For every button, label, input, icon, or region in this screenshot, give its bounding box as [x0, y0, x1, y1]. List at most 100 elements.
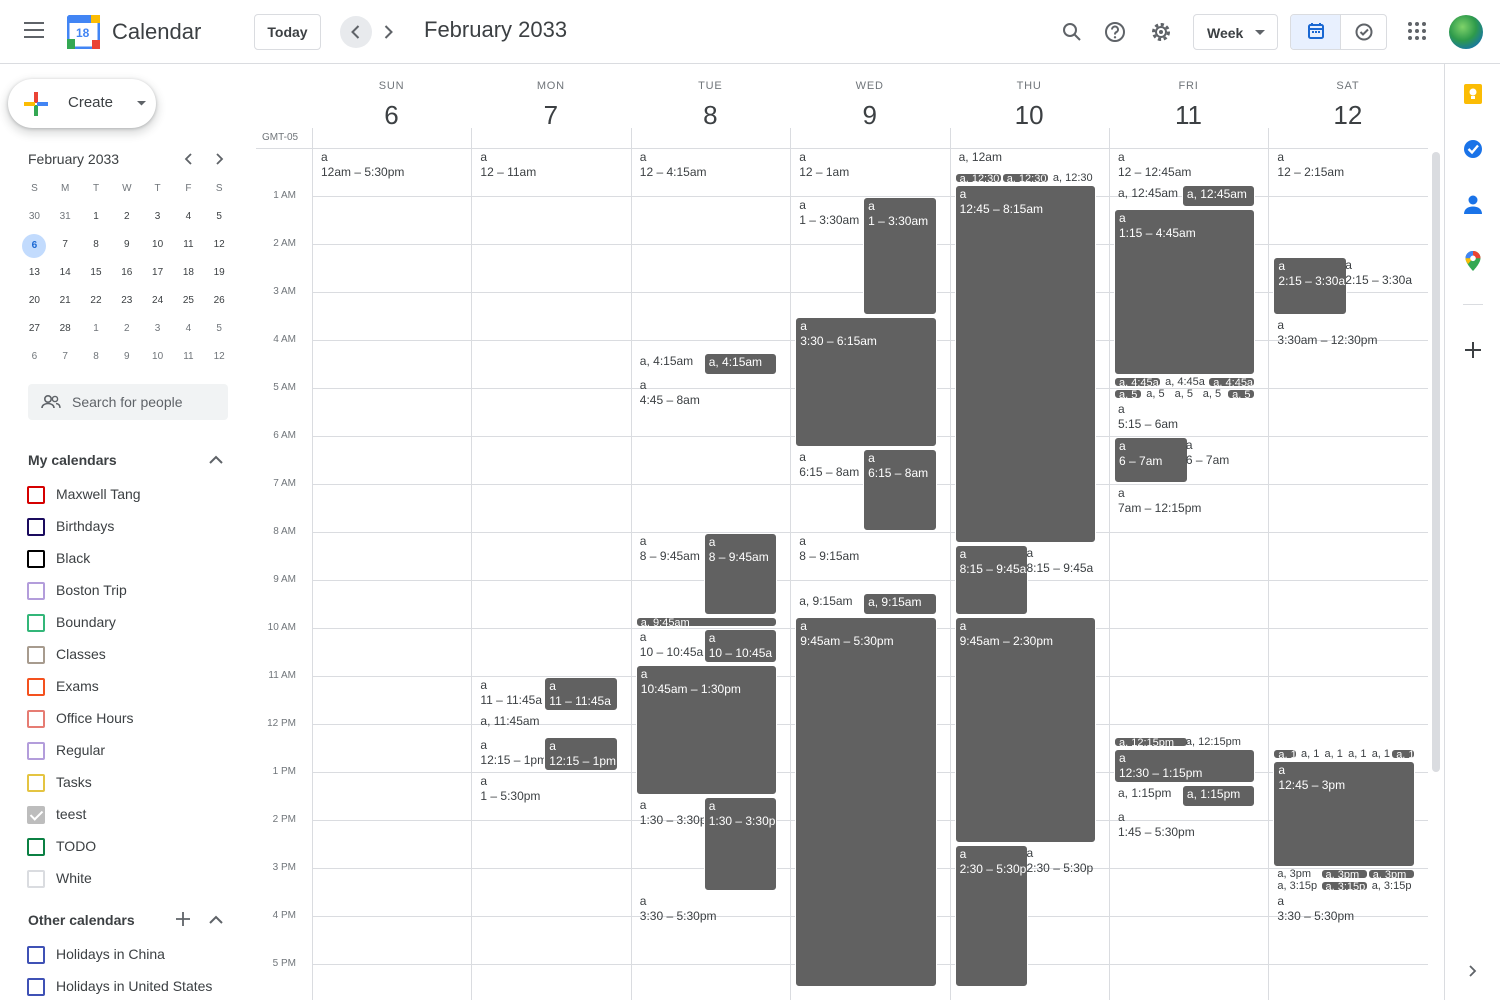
day-number-label[interactable]: 9	[862, 100, 877, 130]
day-number-label[interactable]: 10	[1014, 100, 1044, 130]
mini-calendar-day[interactable]: 6	[31, 351, 38, 362]
mini-calendar-day[interactable]: 16	[121, 267, 133, 278]
mini-calendar-day[interactable]: 11	[183, 239, 194, 250]
mini-calendar-day[interactable]: 13	[28, 267, 40, 278]
mini-calendar-day[interactable]: 31	[59, 211, 71, 222]
calendar-item[interactable]: teest	[26, 799, 236, 831]
calendar-event[interactable]: a, 1	[1368, 749, 1392, 759]
search-button[interactable]	[1056, 16, 1088, 48]
calendar-item[interactable]: Birthdays	[26, 511, 236, 543]
calendar-item[interactable]: Office Hours	[26, 703, 236, 735]
mini-calendar-day[interactable]: 17	[152, 267, 164, 278]
calendar-item[interactable]: Classes	[26, 639, 236, 671]
mini-calendar-next-button[interactable]	[212, 152, 226, 166]
mini-calendar-day-selected[interactable]: 6	[19, 234, 50, 262]
calendar-event[interactable]: a, 12:15pm	[1114, 737, 1188, 747]
calendar-checkbox[interactable]	[27, 838, 45, 856]
mini-calendar-day[interactable]: 4	[185, 211, 192, 222]
mini-calendar-day[interactable]: 22	[90, 295, 102, 306]
calendar-event[interactable]: a, 12:15pm	[1182, 737, 1256, 747]
help-button[interactable]	[1099, 16, 1131, 48]
mini-calendar-day[interactable]: 26	[213, 295, 225, 306]
other-calendars-title[interactable]: Other calendars	[28, 912, 135, 928]
mini-calendar-day[interactable]: 12	[213, 239, 225, 250]
calendar-event[interactable]: a, 9:15am	[863, 593, 937, 615]
mini-calendar-day[interactable]: 9	[124, 239, 130, 250]
calendar-item[interactable]: Holidays in China	[26, 939, 236, 971]
calendar-event[interactable]: a, 3:15p	[1368, 881, 1415, 891]
calendar-checkbox[interactable]	[27, 550, 45, 568]
day-header[interactable]: WED 9	[790, 80, 949, 131]
calendar-checkbox[interactable]	[27, 518, 45, 536]
calendar-checkbox[interactable]	[27, 978, 45, 996]
mini-calendar-day[interactable]: 19	[213, 267, 225, 278]
day-header[interactable]: SUN 6	[312, 80, 471, 131]
mini-calendar-day[interactable]: 23	[121, 295, 133, 306]
mini-calendar-day[interactable]: 5	[216, 211, 222, 222]
mini-calendar-day[interactable]: 8	[93, 351, 99, 362]
day-header[interactable]: THU 10	[950, 80, 1109, 131]
keep-icon[interactable]	[1463, 83, 1483, 105]
mini-calendar-day[interactable]: 1	[93, 323, 99, 334]
calendar-event[interactable]: a, 9:15am	[795, 593, 869, 615]
tasks-icon[interactable]	[1463, 139, 1483, 159]
grid-scrollbar[interactable]	[1432, 152, 1440, 772]
create-button[interactable]: Create	[8, 79, 156, 128]
mini-calendar-day[interactable]: 8	[93, 239, 99, 250]
calendar-checkbox[interactable]	[27, 870, 45, 888]
mini-calendar-prev-button[interactable]	[182, 152, 196, 166]
mini-calendar-day[interactable]: 25	[182, 295, 194, 306]
calendar-event[interactable]: a, 1:15pm	[1114, 785, 1188, 807]
calendar-event[interactable]: a, 3pm	[1367, 869, 1415, 879]
mini-calendar-day[interactable]: 10	[152, 351, 164, 362]
account-avatar[interactable]	[1449, 15, 1483, 49]
calendar-item[interactable]: Holidays in United States	[26, 971, 236, 1000]
calendar-item[interactable]: Regular	[26, 735, 236, 767]
search-people-box[interactable]	[28, 384, 228, 420]
mini-calendar-day[interactable]: 28	[59, 323, 71, 334]
calendar-event[interactable]: a, 12:45am	[1181, 185, 1256, 207]
calendar-event[interactable]: a, 1	[1321, 749, 1345, 759]
calendar-event[interactable]: a, 12:45am	[1114, 185, 1188, 207]
settings-button[interactable]	[1145, 16, 1177, 48]
calendar-item[interactable]: Maxwell Tang	[26, 479, 236, 511]
mini-calendar-day[interactable]: 21	[59, 295, 71, 306]
day-number-label[interactable]: 6	[384, 100, 399, 130]
calendar-event[interactable]: a, 1	[1391, 749, 1415, 759]
calendar-checkbox[interactable]	[27, 646, 45, 664]
day-number-label[interactable]: 11	[1175, 100, 1202, 130]
mini-calendar-day[interactable]: 7	[62, 351, 68, 362]
add-icon[interactable]	[1464, 341, 1482, 359]
calendar-event[interactable]: a, 5	[1199, 389, 1227, 399]
chevron-up-icon[interactable]	[208, 914, 224, 926]
calendar-item[interactable]: Tasks	[26, 767, 236, 799]
previous-week-button[interactable]	[340, 16, 372, 48]
mini-calendar-day[interactable]: 27	[28, 323, 40, 334]
calendar-event[interactable]: a, 11:45am	[476, 713, 617, 735]
day-header[interactable]: FRI 11	[1109, 80, 1268, 131]
calendar-event[interactable]: a, 4:45a	[1161, 377, 1208, 387]
